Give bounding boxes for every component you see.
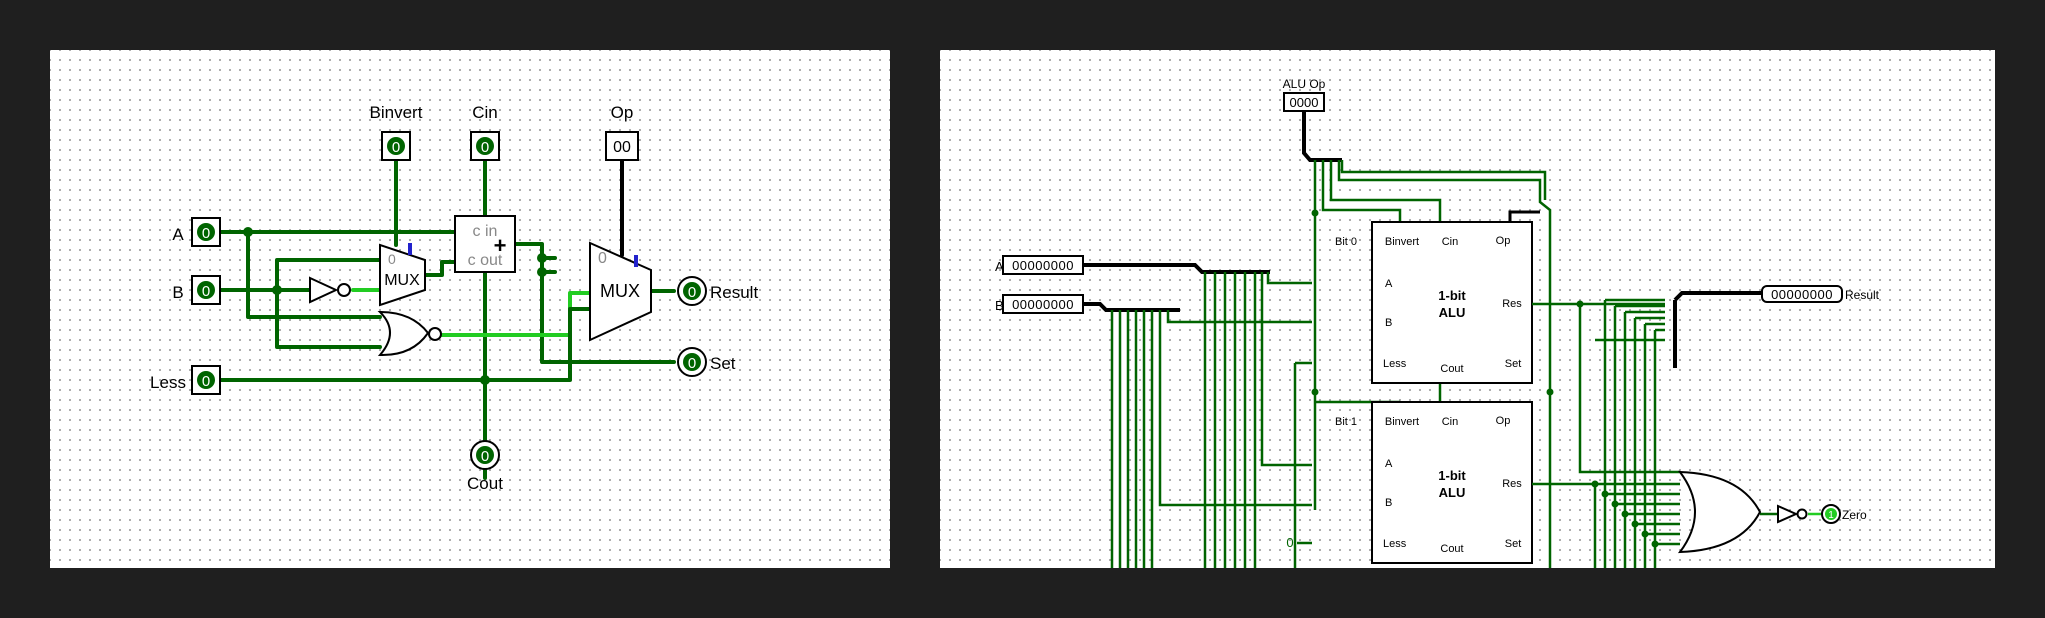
a-value: 0 (202, 225, 210, 242)
bit-1-subtitle: ALU (1439, 485, 1466, 500)
b-pin[interactable]: 0 (191, 275, 221, 305)
result-value: 0 (688, 284, 696, 301)
input-a-label: A (995, 259, 1004, 274)
b-label: B (172, 283, 183, 302)
result-output-value: 00000000 (1771, 287, 1833, 302)
alu-slice-bit-0[interactable]: Bit 0 Binvert Cin Op A B Less Cout Res S… (1335, 221, 1533, 384)
bit-wires (1110, 272, 1442, 568)
bit-0-op-port: Op (1496, 235, 1511, 247)
bit-0-name: Bit 0 (1335, 236, 1357, 248)
input-buses (1083, 263, 1270, 312)
alu-op-value: 0000 (1290, 95, 1319, 110)
binvert-label: Binvert (370, 103, 423, 122)
a-pin[interactable]: 0 (191, 217, 221, 247)
bit-0-less-port: Less (1383, 358, 1407, 370)
bit-1-title: 1-bit (1438, 468, 1466, 483)
input-b-value: 00000000 (1012, 297, 1074, 312)
zero-not-gate[interactable] (1777, 504, 1808, 524)
adder-plus-symbol: + (494, 233, 507, 258)
zero-or-gate[interactable] (1677, 470, 1762, 554)
bit-1-cin-port: Cin (1442, 416, 1459, 428)
zero-output-label: Zero (1842, 508, 1867, 522)
alu-slice-bit-1[interactable]: Bit 1 Binvert Cin Op A B Less Cout Res S… (1335, 401, 1533, 564)
op-mux-label: MUX (600, 281, 640, 301)
input-b-pin[interactable]: 00000000 (1002, 294, 1084, 314)
adder-cout-label: c out (468, 252, 503, 269)
alu-op-bus (1302, 111, 1552, 568)
binvert-value: 0 (392, 139, 400, 156)
bit-0-res-port: Res (1502, 298, 1522, 310)
result-label: Result (710, 283, 758, 302)
op-label: Op (611, 103, 634, 122)
set-value: 0 (688, 355, 696, 372)
result-output-pin: 00000000 (1761, 285, 1843, 303)
wires (218, 158, 676, 480)
adder[interactable]: c in c out + (454, 215, 516, 273)
wire-junctions (243, 227, 547, 385)
result-output-label: Result (1845, 288, 1880, 302)
less-pin[interactable]: 0 (191, 365, 221, 395)
bit-0-subtitle: ALU (1439, 305, 1466, 320)
input-a-value: 00000000 (1012, 258, 1074, 273)
bit-1-res-port: Res (1502, 478, 1522, 490)
bit-0-cout-port: Cout (1440, 363, 1463, 375)
op-mux[interactable]: 0 MUX (589, 241, 652, 342)
bit-1-cout-port: Cout (1440, 543, 1463, 555)
cout-pin: 0 (470, 440, 500, 470)
bit-0-a-port: A (1385, 278, 1393, 290)
circuit-canvas-multibit-alu[interactable]: ALU Op 0000 A 00000000 B 00000000 (940, 50, 1995, 568)
binvert-mux-label: MUX (384, 272, 420, 289)
set-pin: 0 (677, 347, 707, 377)
cin-value: 0 (481, 139, 489, 156)
svg-text:0: 0 (1286, 535, 1293, 550)
bit-1-a-port: A (1385, 458, 1393, 470)
circuit-canvas-1bit-alu[interactable]: Binvert 0 Cin 0 Op 00 A 0 B 0 Less 0 (50, 50, 890, 568)
input-b-label: B (995, 298, 1004, 313)
bit-0-cin-port: Cin (1442, 236, 1459, 248)
bit-1-b-port: B (1385, 497, 1392, 509)
less-label: Less (150, 373, 186, 392)
not-gate[interactable] (309, 276, 351, 304)
binvert-pin[interactable]: 0 (381, 131, 411, 161)
zero-output-pin: 1 (1821, 504, 1841, 524)
bit-0-binvert-port: Binvert (1385, 236, 1419, 248)
bit-0-title: 1-bit (1438, 288, 1466, 303)
less-value: 0 (202, 373, 210, 390)
nor-gate[interactable] (377, 310, 442, 357)
bit-1-less-port: Less (1383, 538, 1407, 550)
bit-1-set-port: Set (1505, 538, 1522, 550)
a-label: A (172, 225, 184, 244)
binvert-mux[interactable]: 0 MUX (379, 243, 426, 307)
alu-op-label: ALU Op (1283, 77, 1326, 91)
bit-0-set-port: Set (1505, 358, 1522, 370)
bit-wire-junctions (1311, 209, 1554, 396)
result-junctions (1576, 300, 1659, 548)
bit-1-op-port: Op (1496, 415, 1511, 427)
result-wires (1532, 291, 1822, 568)
alu-op-pin[interactable]: 0000 (1283, 92, 1325, 112)
adder-cin-label: c in (473, 223, 498, 240)
cout-value: 0 (481, 448, 489, 465)
input-a-pin[interactable]: 00000000 (1002, 255, 1084, 275)
cin-label: Cin (472, 103, 498, 122)
cin-pin[interactable]: 0 (470, 131, 500, 161)
binvert-mux-sel0: 0 (388, 251, 396, 267)
op-mux-sel0: 0 (598, 250, 607, 267)
op-value: 00 (613, 139, 631, 156)
cout-label: Cout (467, 474, 503, 493)
less-constant: 0 (1286, 535, 1312, 550)
set-label: Set (710, 354, 736, 373)
result-pin: 0 (677, 276, 707, 306)
zero-output-value: 1 (1828, 510, 1834, 521)
op-pin[interactable]: 00 (605, 131, 639, 161)
bit-1-binvert-port: Binvert (1385, 416, 1419, 428)
bit-1-name: Bit 1 (1335, 416, 1357, 428)
bit-0-b-port: B (1385, 317, 1392, 329)
b-value: 0 (202, 283, 210, 300)
